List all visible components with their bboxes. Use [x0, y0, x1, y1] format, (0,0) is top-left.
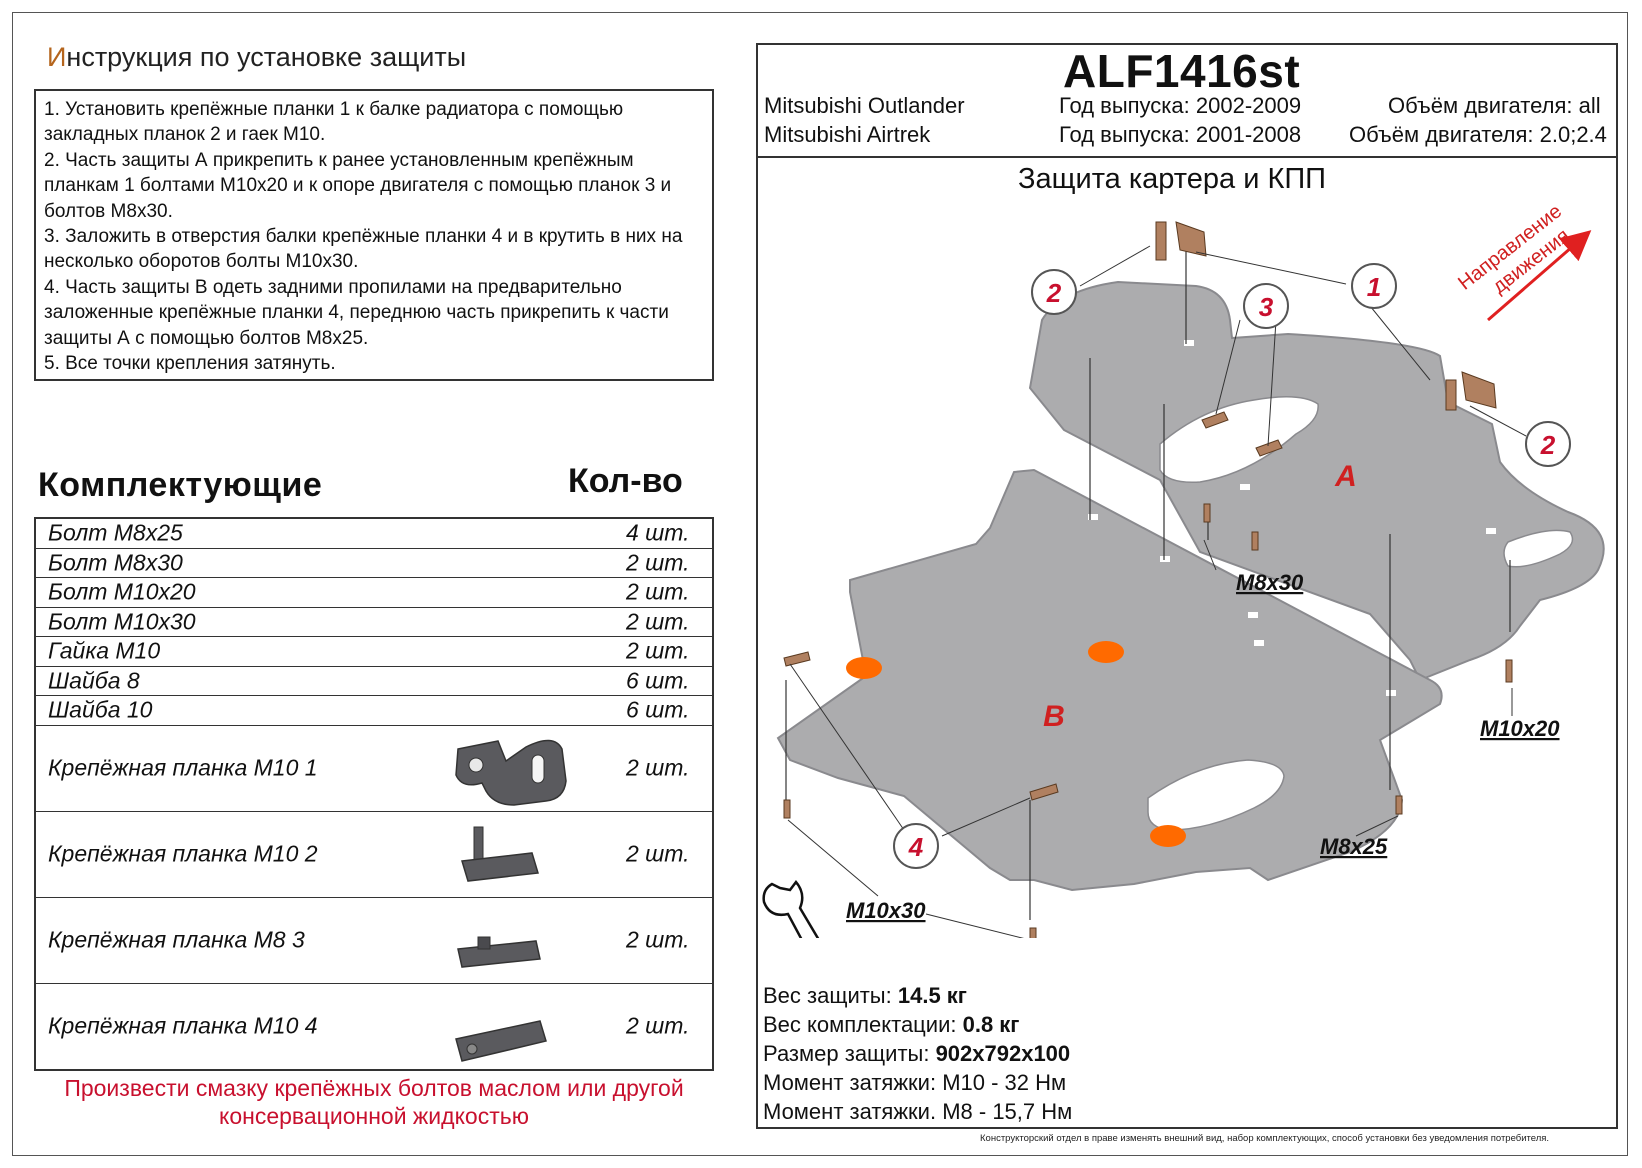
bracket-plate-2-icon [461, 826, 539, 882]
skid-plate-part-a [1028, 280, 1605, 682]
instruction-step: 3. Заложить в отверстия балки крепёжные … [44, 226, 683, 273]
instruction-step: 5. Все точки крепления затянуть. [44, 353, 336, 375]
bolt-label: M10x20 [1480, 716, 1560, 741]
callout-2: 2 [1540, 430, 1556, 460]
header-divider [756, 156, 1618, 158]
callout-1: 1 [1367, 272, 1381, 302]
table-row: Крепёжная планка М8 3 2 шт. [36, 896, 712, 983]
production-years: Год выпуска: 2001-2008 [1059, 122, 1302, 147]
callout-2: 2 [1046, 278, 1062, 308]
instruction-step: 4. Часть защиты В одеть задними пропилам… [44, 276, 669, 349]
bracket-plate-3-icon [457, 936, 541, 968]
part-a-label: A [1334, 460, 1357, 493]
table-row: Крепёжная планка М10 1 2 шт. [36, 724, 712, 811]
diagram-title: Защита картера и КПП [1018, 163, 1327, 195]
lubrication-warning: Произвести смазку крепёжных болтов масло… [64, 1075, 684, 1129]
engine-volume: Объём двигателя: 2.0;2.4 [1349, 122, 1607, 147]
quantity-title: Кол-во [568, 462, 683, 500]
table-row: Крепёжная планка М10 4 2 шт. [36, 982, 712, 1069]
instruction-step: 2. Часть защиты А прикрепить к ранее уст… [44, 149, 672, 222]
diagram-panel [756, 43, 1618, 1129]
instructions-box: 1. Установить крепёжные планки 1 к балке… [34, 89, 714, 381]
part-b-label: B [1043, 700, 1065, 733]
spec-line: Момент затяжки. М8 - 15,7 Нм [763, 1099, 1073, 1124]
spec-line: Вес комплектации: 0.8 кг [763, 1012, 1020, 1037]
callout-4: 4 [908, 832, 924, 862]
spec-line: Вес защиты: 14.5 кг [763, 983, 967, 1008]
engine-volume: Объём двигателя: all [1388, 93, 1601, 118]
wrench-icon [762, 879, 820, 938]
spec-line: Момент затяжки: М10 - 32 Нм [763, 1070, 1067, 1095]
bracket-plate-1-icon [455, 739, 567, 806]
assembly-diagram: 2 1 3 2 4 A B M8x30 M10x20 M8x25 M10x30 … [762, 200, 1605, 938]
bolt-label: M10x30 [846, 898, 926, 923]
page-frame [12, 12, 1628, 1156]
car-name: Mitsubishi Airtrek [764, 122, 931, 147]
spec-line: Размер защиты: 902x792x100 [763, 1041, 1071, 1066]
car-name: Mitsubishi Outlander [764, 93, 965, 118]
instructions-title: Инструкция по установке защиты [47, 42, 467, 72]
production-years: Год выпуска: 2002-2009 [1059, 93, 1302, 118]
table-row: Крепёжная планка М10 2 2 шт. [36, 810, 712, 897]
bracket-plate-4-icon [455, 1019, 547, 1062]
bolt-label: M8x25 [1320, 834, 1388, 859]
bolt-label: M8x30 [1236, 570, 1304, 595]
model-code: ALF1416st [1063, 45, 1301, 97]
components-title: Комплектующие [38, 466, 323, 504]
disclaimer: Конструкторский отдел в праве изменять в… [980, 1133, 1550, 1144]
callout-3: 3 [1259, 292, 1274, 322]
direction-arrow-icon [1487, 230, 1592, 322]
instruction-step: 1. Установить крепёжные планки 1 к балке… [44, 99, 624, 146]
